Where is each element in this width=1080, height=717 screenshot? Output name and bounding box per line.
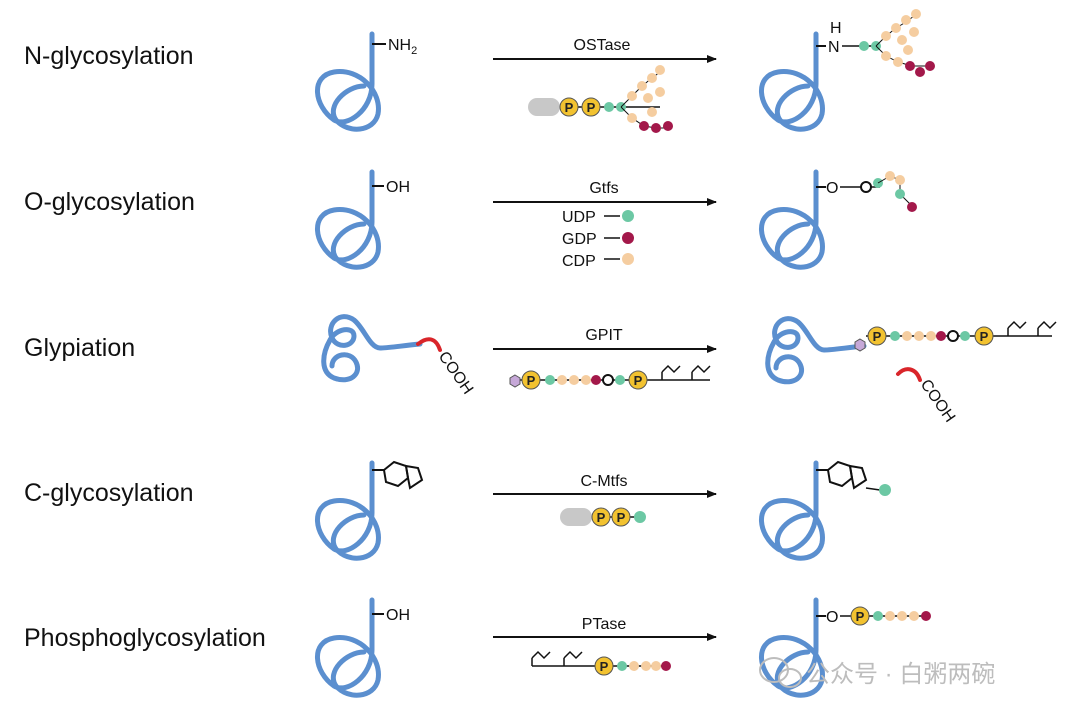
donor-dolichol-glucose: P P (560, 507, 646, 527)
protein-after (761, 463, 822, 558)
watermark-text: 公众号 · 白粥两碗 (806, 661, 995, 688)
hydroxyl-group: OH (386, 607, 410, 624)
row-phosphoglycosylation: Phosphoglycosylation OH PTase P O P (24, 600, 931, 695)
h-atom: H (830, 20, 842, 37)
donor-oligosaccharide: P P (528, 65, 673, 133)
c-linked-sugar (816, 460, 891, 496)
svg-text:P: P (873, 329, 882, 344)
o-atom: O (826, 609, 838, 626)
donor-udp: UDP (562, 209, 596, 226)
donor-gdp: GDP (562, 231, 597, 248)
svg-text:P: P (856, 609, 865, 624)
protein-after (761, 172, 822, 267)
svg-text:P: P (617, 510, 626, 525)
n-atom: N (828, 39, 840, 56)
protein-after (761, 34, 822, 129)
enzyme-label: Gtfs (589, 180, 618, 197)
wechat-icon (759, 657, 802, 688)
amine-group: NH2 (388, 37, 417, 57)
enzyme-label: OSTase (574, 37, 631, 54)
row-glypiation: Glypiation COOH GPIT P P (24, 317, 1057, 426)
protein-before (317, 600, 378, 695)
watermark: 公众号 · 白粥两碗 (759, 657, 995, 688)
svg-text:P: P (600, 659, 609, 674)
protein-before (324, 317, 420, 380)
hydroxyl-group: OH (386, 179, 410, 196)
row-c-glycosylation: C-glycosylation C-Mtfs P P (24, 462, 891, 558)
cooh-group: COOH (435, 349, 476, 398)
donor-phosphoglycan: P (531, 650, 671, 676)
row-label-phosphoglycosylation: Phosphoglycosylation (24, 624, 266, 652)
row-label-c-glycosylation: C-glycosylation (24, 479, 194, 507)
gpi-anchor-donor: P P (509, 364, 711, 390)
indole-ring (372, 460, 424, 490)
svg-text:P: P (527, 373, 536, 388)
attached-phosphoglycan: P (840, 606, 931, 626)
donor-list: UDP GDP CDP (562, 209, 634, 270)
attached-glycan (840, 171, 917, 212)
protein-before (317, 172, 378, 267)
row-o-glycosylation: O-glycosylation OH Gtfs UDP GDP CDP O (24, 171, 917, 270)
enzyme-label: PTase (582, 616, 627, 633)
row-label-glypiation: Glypiation (24, 334, 135, 362)
svg-text:P: P (565, 100, 574, 115)
protein-after (768, 319, 864, 382)
donor-cdp: CDP (562, 253, 596, 270)
svg-text:P: P (980, 329, 989, 344)
attached-gpi-anchor: P P (854, 320, 1057, 352)
row-n-glycosylation: N-glycosylation NH2 OSTase P P (24, 9, 935, 133)
protein-before (317, 34, 378, 129)
row-label-o-glycosylation: O-glycosylation (24, 188, 195, 216)
row-label-n-glycosylation: N-glycosylation (24, 42, 194, 70)
o-atom: O (826, 180, 838, 197)
svg-text:P: P (587, 100, 596, 115)
protein-before (317, 463, 378, 558)
attached-glycan (842, 9, 935, 77)
enzyme-label: GPIT (585, 327, 623, 344)
svg-text:P: P (634, 373, 643, 388)
svg-text:P: P (597, 510, 606, 525)
released-cooh: COOH (917, 377, 958, 426)
enzyme-label: C-Mtfs (580, 473, 627, 490)
